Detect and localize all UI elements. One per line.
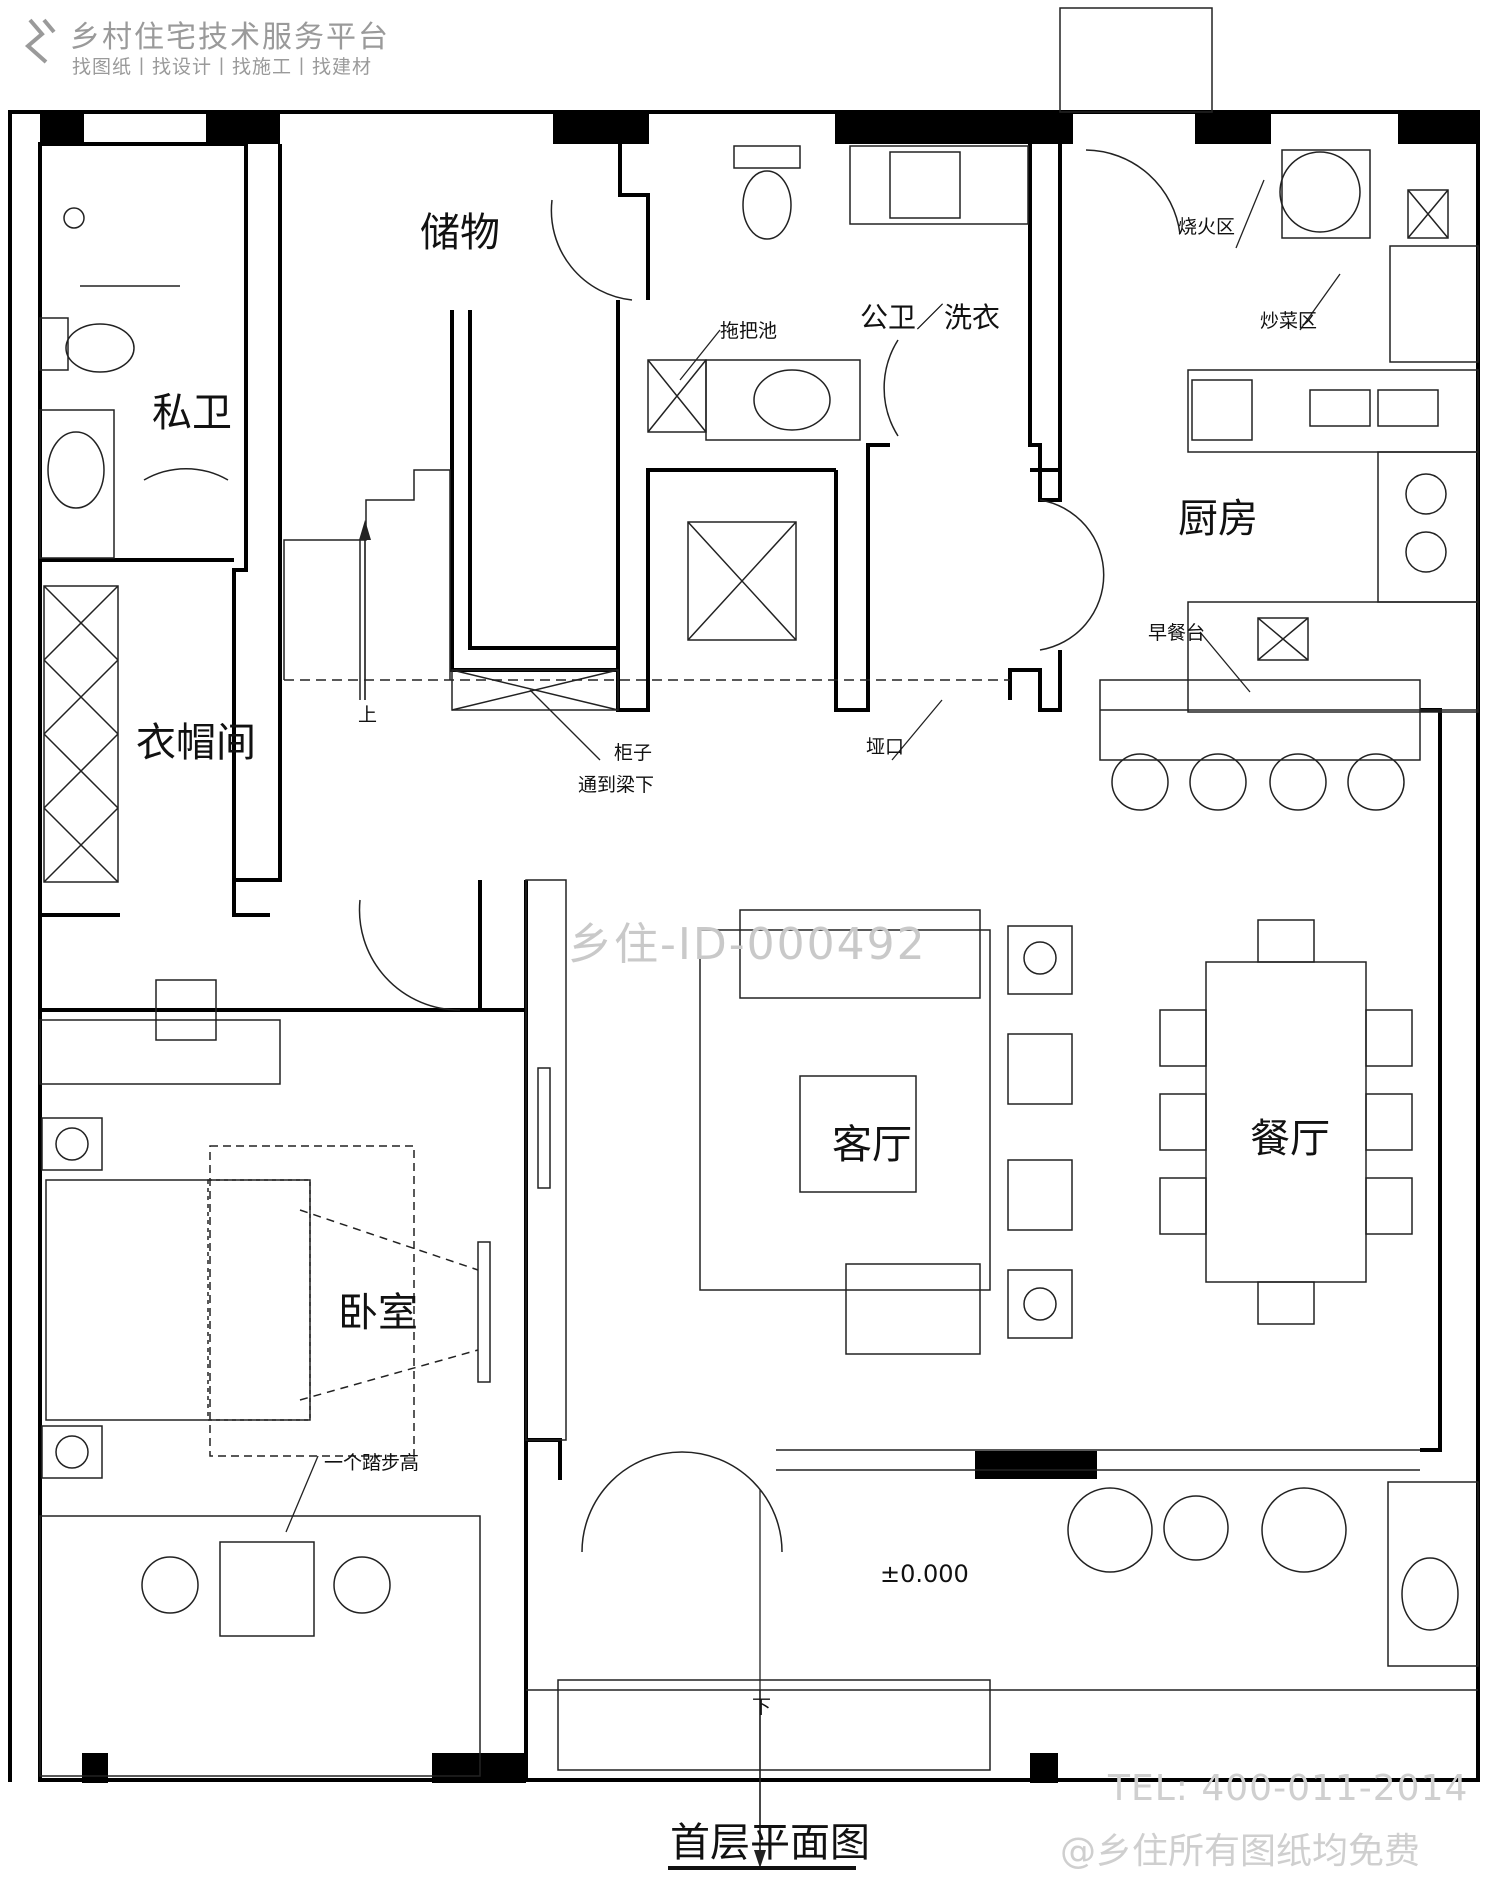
note-mop-sink: 拖把池 (720, 320, 778, 342)
room-label-cloakroom: 衣帽间 (136, 720, 256, 766)
note-opening: 垭口 (866, 736, 905, 758)
room-label-kitchen: 厨房 (1178, 496, 1258, 542)
room-label-dining: 餐厅 (1250, 1116, 1330, 1162)
note-breakfast-bar: 早餐台 (1148, 622, 1206, 644)
note-stair-up: 上 (358, 704, 378, 726)
note-one-step: 一个踏步高 (324, 1452, 420, 1474)
note-to-beam: 通到梁下 (578, 774, 655, 796)
door-swings (143, 149, 1181, 1553)
title-underline (668, 1866, 856, 1870)
note-stir-fry-area: 炒菜区 (1260, 310, 1318, 332)
room-label-storage: 储物 (420, 210, 500, 256)
note-steps-down: 下 (752, 1696, 772, 1718)
room-label-private-bath: 私卫 (152, 390, 232, 436)
footer-tel: TEL: 400-011-2014 (1108, 1768, 1469, 1809)
wall-blocks (40, 112, 1478, 1783)
fixtures (39, 7, 1479, 1777)
note-fire-area: 烧火区 (1178, 216, 1236, 238)
room-label-public-bath: 公卫／洗衣 (860, 301, 1001, 334)
room-label-living: 客厅 (832, 1122, 912, 1168)
platform-tagline: 找图纸丨找设计丨找施工丨找建材 (72, 56, 373, 78)
watermark-id: 乡住-ID-000492 (568, 919, 927, 970)
platform-brand: 乡村住宅技术服务平台 (70, 20, 390, 55)
drawing-title: 首层平面图 (670, 1820, 870, 1866)
leader-lines (285, 179, 1341, 1870)
room-label-bedroom: 卧室 (338, 1290, 418, 1336)
elevation-mark: ±0.000 (880, 1560, 969, 1588)
stair-arrow (359, 520, 766, 1868)
logo-icon (24, 18, 56, 64)
footer-free-note: @乡住所有图纸均免费 (1060, 1831, 1421, 1872)
note-cabinet: 柜子 (614, 742, 653, 764)
platform-header: 乡村住宅技术服务平台 找图纸丨找设计丨找施工丨找建材 (20, 12, 440, 82)
